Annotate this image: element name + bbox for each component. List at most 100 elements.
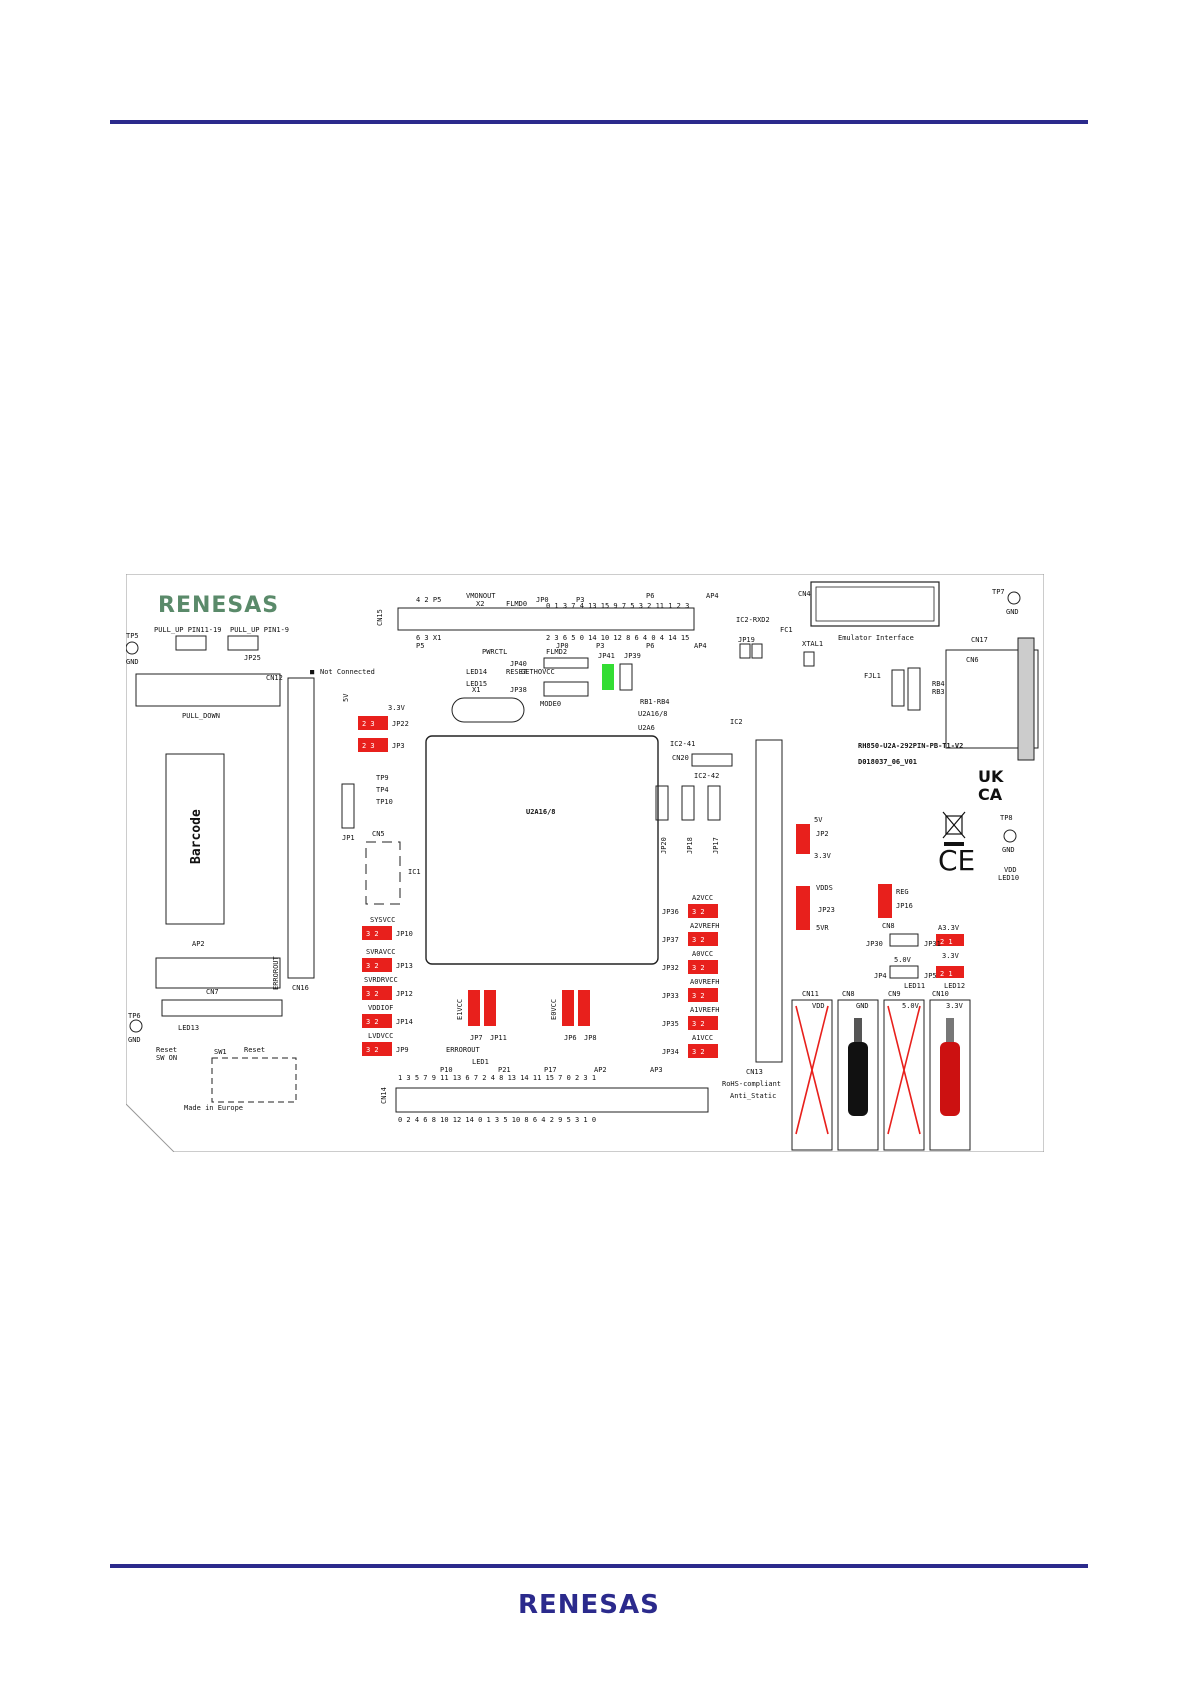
svg-text:CN8: CN8 bbox=[842, 990, 855, 998]
jp-vcc-column: SYSVCC 3 2 JP10 SVRAVCC 3 2 JP13 SVRDRVC… bbox=[362, 916, 413, 1056]
svg-text:JP31: JP31 bbox=[924, 940, 941, 948]
svg-text:CN20: CN20 bbox=[672, 754, 689, 762]
svg-text:VDDS: VDDS bbox=[816, 884, 833, 892]
svg-text:JP11: JP11 bbox=[490, 1034, 507, 1042]
svg-text:LED15: LED15 bbox=[466, 680, 487, 688]
svg-text:JP1: JP1 bbox=[342, 834, 355, 842]
svg-text:P6: P6 bbox=[646, 592, 654, 600]
svg-text:JP16: JP16 bbox=[896, 902, 913, 910]
svg-text:JP35: JP35 bbox=[662, 1020, 679, 1028]
svg-text:CA: CA bbox=[978, 785, 1003, 804]
svg-text:A0VREFH: A0VREFH bbox=[690, 978, 720, 986]
cn15-label: CN15 bbox=[376, 609, 384, 626]
svg-text:CN14: CN14 bbox=[380, 1087, 388, 1104]
svg-text:TP9: TP9 bbox=[376, 774, 389, 782]
svg-text:JP25: JP25 bbox=[244, 654, 261, 662]
svg-text:P6: P6 bbox=[646, 642, 654, 650]
svg-text:JP23: JP23 bbox=[818, 906, 835, 914]
svg-text:JP34: JP34 bbox=[662, 1048, 679, 1056]
svg-text:A3.3V: A3.3V bbox=[938, 924, 960, 932]
svg-text:0 1 3 7 4 13 15 9 7 5: 0 1 3 7 4 13 15 9 7 5 3 2 11 1 2 3 bbox=[546, 602, 689, 610]
svg-text:2 3 6 5 0 14 10 12 8 6: 2 3 6 5 0 14 10 12 8 6 4 0 4 14 15 bbox=[546, 634, 689, 642]
svg-text:AP2: AP2 bbox=[594, 1066, 607, 1074]
svg-text:IC2-41: IC2-41 bbox=[670, 740, 695, 748]
pcb-outline bbox=[126, 574, 1044, 1152]
svg-text:A1VREFH: A1VREFH bbox=[690, 1006, 720, 1014]
svg-text:TP10: TP10 bbox=[376, 798, 393, 806]
svg-text:JP8: JP8 bbox=[584, 1034, 597, 1042]
jp41-flmd0-jumper bbox=[602, 664, 614, 690]
svg-text:U2A16/8: U2A16/8 bbox=[638, 710, 668, 718]
renesas-logo: RENESAS bbox=[158, 593, 278, 618]
cn14-header bbox=[395, 1087, 709, 1113]
cn4-connector bbox=[810, 581, 940, 627]
svg-text:LED1: LED1 bbox=[472, 1058, 489, 1066]
svg-text:JP17: JP17 bbox=[712, 837, 720, 854]
svg-text:REG: REG bbox=[896, 888, 909, 896]
svg-text:LED13: LED13 bbox=[178, 1024, 199, 1032]
svg-text:AP4: AP4 bbox=[694, 642, 707, 650]
power-jack-cn10: CN10 3.3V bbox=[929, 990, 971, 1151]
svg-text:JP0: JP0 bbox=[556, 642, 569, 650]
svg-text:IC1: IC1 bbox=[408, 868, 421, 876]
mcu-socket-label: U2A16/8 bbox=[526, 808, 556, 816]
svg-text:IC2-42: IC2-42 bbox=[694, 772, 719, 780]
svg-text:Reset: Reset bbox=[244, 1046, 265, 1054]
svg-text:ERROROUT: ERROROUT bbox=[272, 955, 280, 990]
svg-text:2 1: 2 1 bbox=[940, 970, 953, 978]
svg-text:SW1: SW1 bbox=[214, 1048, 227, 1056]
svg-text:GND: GND bbox=[1002, 846, 1015, 854]
svg-text:3 2: 3 2 bbox=[692, 908, 705, 916]
cn13-header bbox=[755, 739, 783, 1063]
svg-text:A2VCC: A2VCC bbox=[692, 894, 713, 902]
svg-text:A2VREFH: A2VREFH bbox=[690, 922, 720, 930]
reset-switch bbox=[211, 1057, 297, 1103]
svg-text:P3: P3 bbox=[596, 642, 604, 650]
svg-text:IC2: IC2 bbox=[730, 718, 743, 726]
svg-text:JP14: JP14 bbox=[396, 1018, 413, 1026]
svg-text:ERROROUT: ERROROUT bbox=[446, 1046, 481, 1054]
svg-text:X2: X2 bbox=[476, 600, 484, 608]
svg-text:TP4: TP4 bbox=[376, 786, 389, 794]
svg-text:P21: P21 bbox=[498, 1066, 511, 1074]
svg-text:E0VCC: E0VCC bbox=[550, 999, 558, 1020]
svg-text:CN4: CN4 bbox=[798, 590, 811, 598]
svg-text:2 3: 2 3 bbox=[362, 720, 375, 728]
svg-text:P5: P5 bbox=[416, 642, 424, 650]
svg-text:0 2 4 6 8 10 12 14 0 1: 0 2 4 6 8 10 12 14 0 1 3 5 10 8 6 4 2 9 … bbox=[398, 1116, 596, 1124]
svg-text:VDDIOF: VDDIOF bbox=[368, 1004, 393, 1012]
svg-text:3.3V: 3.3V bbox=[388, 704, 406, 712]
svg-text:3 2: 3 2 bbox=[692, 992, 705, 1000]
svg-text:JP10: JP10 bbox=[396, 930, 413, 938]
svg-text:FJL1: FJL1 bbox=[864, 672, 881, 680]
svg-text:3 2: 3 2 bbox=[692, 1020, 705, 1028]
svg-text:JP39: JP39 bbox=[624, 652, 641, 660]
svg-text:2 1: 2 1 bbox=[940, 938, 953, 946]
jp-right-column: A2VCC 3 2 JP36 A2VREFH 3 2 JP37 A0VCC 3 … bbox=[662, 894, 720, 1058]
svg-text:3 2: 3 2 bbox=[366, 930, 379, 938]
svg-text:TP8: TP8 bbox=[1000, 814, 1013, 822]
svg-text:JP36: JP36 bbox=[662, 908, 679, 916]
svg-text:AP3: AP3 bbox=[650, 1066, 663, 1074]
svg-text:Reset: Reset bbox=[156, 1046, 177, 1054]
cn12-header bbox=[135, 673, 281, 707]
svg-text:JP19: JP19 bbox=[738, 636, 755, 644]
svg-text:RESET: RESET bbox=[506, 668, 528, 676]
svg-text:3 2: 3 2 bbox=[692, 964, 705, 972]
svg-text:5V: 5V bbox=[814, 816, 823, 824]
svg-text:CN11: CN11 bbox=[802, 990, 819, 998]
emulator-label: Emulator Interface bbox=[838, 634, 914, 642]
svg-text:SW ON: SW ON bbox=[156, 1054, 177, 1062]
svg-text:5.0V: 5.0V bbox=[894, 956, 912, 964]
cn16-header bbox=[287, 677, 315, 979]
svg-text:3.3V: 3.3V bbox=[942, 952, 960, 960]
board-name-label: RH850-U2A-292PIN-PB-T1-V2 bbox=[858, 742, 963, 750]
svg-text:JP2: JP2 bbox=[816, 830, 829, 838]
svg-text:JP22: JP22 bbox=[392, 720, 409, 728]
barcode-area bbox=[165, 753, 225, 925]
svg-text:A1VCC: A1VCC bbox=[692, 1034, 713, 1042]
svg-text:SVRAVCC: SVRAVCC bbox=[366, 948, 396, 956]
svg-text:FLMD0: FLMD0 bbox=[506, 600, 527, 608]
svg-text:JP13: JP13 bbox=[396, 962, 413, 970]
ukca-mark: UK CA bbox=[978, 767, 1004, 804]
